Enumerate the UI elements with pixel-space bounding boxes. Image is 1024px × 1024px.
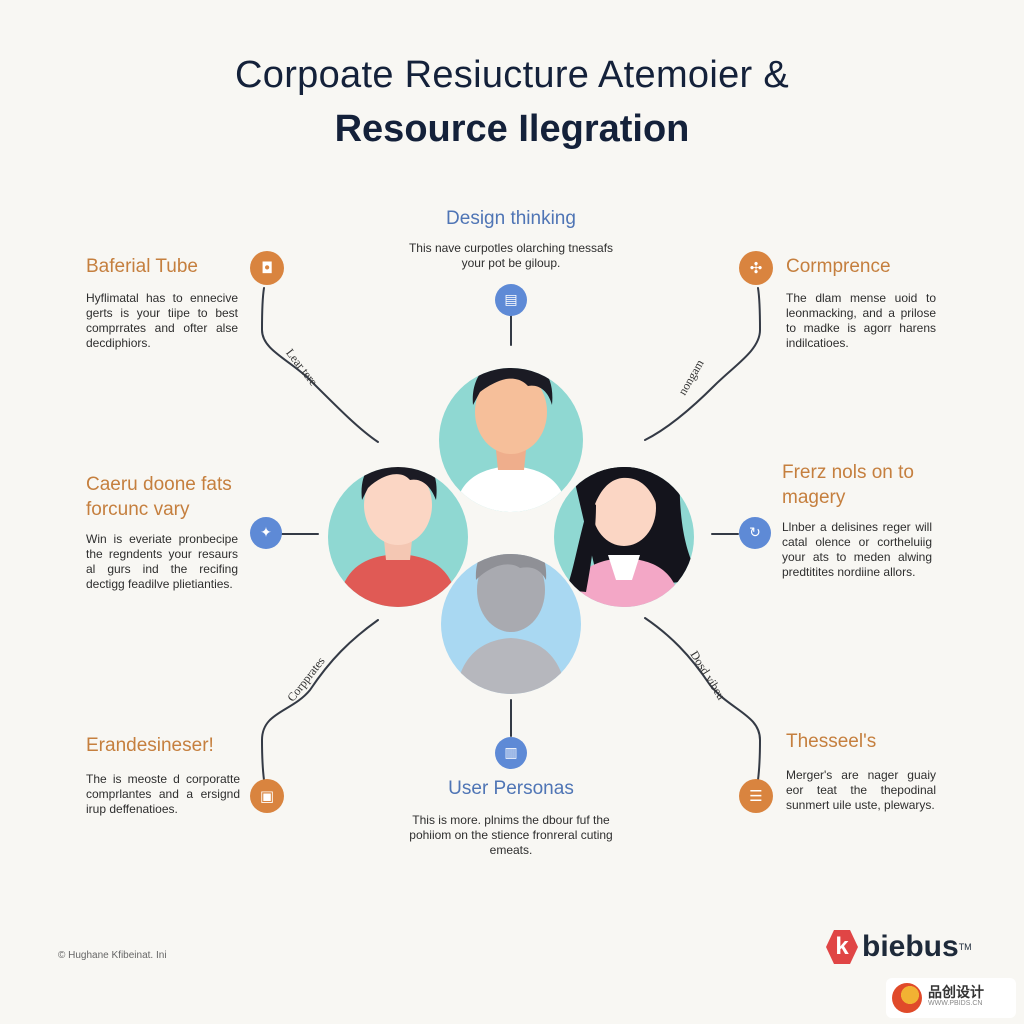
node-text: Win is everiate pronbecipe the regndents… bbox=[86, 532, 238, 591]
node-heading: User Personas bbox=[448, 778, 574, 799]
node-text: This is more. plnims the dbour fuf the p… bbox=[409, 813, 613, 857]
node-design-thinking: Design thinking This nave curpotles olar… bbox=[400, 206, 622, 271]
watermark-badge: 品创设计 WWW.PBIDS.CN bbox=[886, 978, 1016, 1018]
copyright-text: © Hughane Kfibeinat. Ini bbox=[58, 950, 167, 961]
bird-icon: ✦ bbox=[250, 517, 282, 549]
person-top-avatar bbox=[439, 368, 583, 512]
node-cormprence: Cormprence The dlam mense uoid to leonma… bbox=[786, 254, 936, 351]
node-heading: Design thinking bbox=[446, 208, 576, 229]
node-text: The is meoste d corporatte comprlantes a… bbox=[86, 772, 240, 816]
frame-icon: ▣ bbox=[250, 779, 284, 813]
node-text: This nave curpotles olarching tnessafs y… bbox=[408, 241, 614, 270]
brand-logo: k biebus TM bbox=[826, 930, 972, 964]
node-thesseels: Thesseel's Merger's are nager guaiy eor … bbox=[786, 729, 936, 813]
logo-mark-icon: k bbox=[826, 930, 858, 964]
dish-icon: ☰ bbox=[739, 779, 773, 813]
logo-text: biebus bbox=[862, 930, 959, 963]
node-text: Merger's are nager guaiy eor teat the th… bbox=[786, 768, 936, 812]
connector-top-right bbox=[644, 287, 762, 441]
watermark-logo-icon bbox=[892, 983, 922, 1013]
page-title-line1: Corpoate Resiucture Atemoier & bbox=[235, 54, 789, 96]
node-user-personas: User Personas This is more. plnims the d… bbox=[400, 776, 622, 858]
logo-trademark: TM bbox=[958, 942, 972, 952]
node-text: The dlam mense uoid to leonmacking, and … bbox=[786, 291, 936, 350]
node-baferial-tube: Baferial Tube Hyflimatal has to ennecive… bbox=[86, 254, 238, 351]
connector-bottom-left bbox=[260, 619, 379, 781]
node-heading: Erandesineser! bbox=[86, 735, 214, 756]
page-title-line2: Resource Ilegration bbox=[334, 108, 690, 150]
document-icon: ▥ bbox=[495, 737, 527, 769]
connector-lines bbox=[260, 287, 762, 781]
node-text: Hyflimatal has to ennecive gerts is your… bbox=[86, 291, 238, 350]
person-left-avatar bbox=[328, 467, 468, 607]
node-heading: Caeru doone fats forcunc vary bbox=[86, 474, 232, 520]
node-heading: Frerz nols on to magery bbox=[782, 462, 914, 508]
node-caeru-doone: Caeru doone fats forcunc vary Win is eve… bbox=[86, 472, 238, 592]
connector-top-left bbox=[260, 287, 379, 443]
node-heading: Baferial Tube bbox=[86, 256, 198, 277]
node-text: Llnber a delisines reger will catal olen… bbox=[782, 520, 932, 579]
person-bottom-avatar bbox=[441, 554, 581, 694]
node-frerz-nols: Frerz nols on to magery Llnber a delisin… bbox=[782, 460, 932, 580]
node-erandesineser: Erandesineser! The is meoste d corporatt… bbox=[86, 733, 240, 817]
refresh-icon: ↻ bbox=[739, 517, 771, 549]
people-illustration bbox=[328, 368, 694, 694]
watermark-name: 品创设计 bbox=[928, 984, 984, 1000]
puzzle-icon: ✣ bbox=[739, 251, 773, 285]
watermark-url: WWW.PBIDS.CN bbox=[928, 1000, 983, 1007]
node-heading: Cormprence bbox=[786, 256, 891, 277]
book-icon: ▤ bbox=[495, 284, 527, 316]
connector-bottom-right bbox=[644, 617, 762, 781]
camera-icon: ◘ bbox=[250, 251, 284, 285]
node-heading: Thesseel's bbox=[786, 731, 877, 752]
